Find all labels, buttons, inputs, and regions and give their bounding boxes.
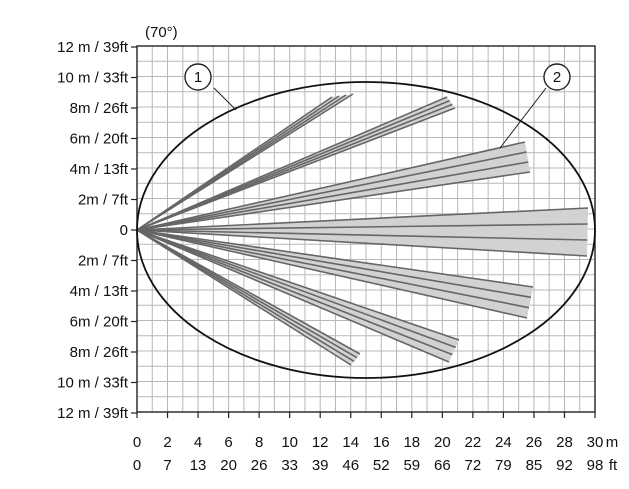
beam-line [136,229,352,366]
x-tick-label-m: 22 [465,434,482,451]
x-tick-label-ft: 13 [190,457,207,474]
coverage-ellipse [136,81,596,379]
y-tick-label: 12 m / 39ft [57,39,129,56]
callout-1-circle [184,63,212,91]
x-tick-label-ft: 52 [373,457,390,474]
x-unit-ft: ft [609,457,618,474]
detection-beams [136,93,589,366]
x-unit-m: m [606,434,619,451]
y-tick-label: 8m / 26ft [70,344,129,361]
x-tick-label-ft: 72 [465,457,482,474]
beam-line [136,207,589,231]
callout-2-circle [543,63,571,91]
beam-line [136,229,588,241]
callout-1: 1 [184,63,237,111]
beam-line [136,107,456,231]
x-tick-label-m: 24 [495,434,512,451]
y-tick-label: 12 m / 39ft [57,405,129,422]
beam-line [136,171,531,231]
x-tick-label-ft: 66 [434,457,451,474]
callout-2-leader [499,87,547,149]
x-tick-label-m: 8 [255,434,263,451]
x-tick-label-ft: 85 [526,457,543,474]
x-tick-label-ft: 59 [403,457,420,474]
x-tick-label-m: 2 [163,434,171,451]
callout-1-number: 1 [194,69,202,86]
y-tick-label: 4m / 13ft [70,283,129,300]
x-tick-label-ft: 33 [281,457,298,474]
x-tick-label-m: 16 [373,434,390,451]
x-tick-label-m: 18 [403,434,420,451]
angle-label: (70°) [145,24,178,41]
x-tick-label-m: 14 [342,434,359,451]
beam-line [136,229,453,356]
y-tick-label: 8m / 26ft [70,100,129,117]
beam-line [136,229,450,363]
beam-line [136,151,527,231]
x-tick-label-m: 20 [434,434,451,451]
x-tick-label-m: 4 [194,434,202,451]
beam-band [137,230,459,362]
x-tick-label-ft: 46 [342,457,359,474]
x-tick-label-ft: 26 [251,457,268,474]
y-tick-label: 2m / 7ft [78,192,129,209]
x-tick-label-m: 0 [133,434,141,451]
x-tick-label-ft: 39 [312,457,329,474]
y-tick-label: 10 m / 33ft [57,70,129,87]
beam-line [136,93,354,231]
beam-line [136,229,534,288]
beam-line [136,229,530,309]
beam-line [136,141,526,231]
x-tick-label-ft: 79 [495,457,512,474]
x-tick-label-ft: 92 [556,457,573,474]
x-tick-label-ft: 7 [163,457,171,474]
y-axis-labels: 12 m / 39ft 10 m / 33ft 8m / 26ft 6m / 20ft… [57,39,137,422]
callout-1-leader [213,87,237,111]
x-tick-label-ft: 98 [587,457,604,474]
beam-line [136,229,528,319]
callout-2-number: 2 [553,69,561,86]
x-tick-label-ft: 20 [220,457,237,474]
beam-line [136,161,529,231]
y-tick-label: 0 [120,222,128,239]
beam-line [136,229,460,341]
beam-line [136,229,588,257]
y-tick-label: 6m / 20ft [70,314,129,331]
x-tick-label-m: 10 [281,434,298,451]
x-tick-label-m: 30 [587,434,604,451]
y-tick-label: 4m / 13ft [70,161,129,178]
x-tick-label-m: 12 [312,434,329,451]
x-tick-label-m: 26 [526,434,543,451]
y-tick-label: 2m / 7ft [78,253,129,270]
y-tick-label: 10 m / 33ft [57,375,129,392]
x-tick-label-ft: 0 [133,457,141,474]
beam-line [136,229,456,349]
callout-2: 2 [499,63,571,149]
y-tick-label: 6m / 20ft [70,131,129,148]
x-tick-label-m: 6 [224,434,232,451]
x-tick-label-m: 28 [556,434,573,451]
beam-line [136,223,588,231]
beam-band [137,208,588,256]
beam-line [136,229,532,299]
